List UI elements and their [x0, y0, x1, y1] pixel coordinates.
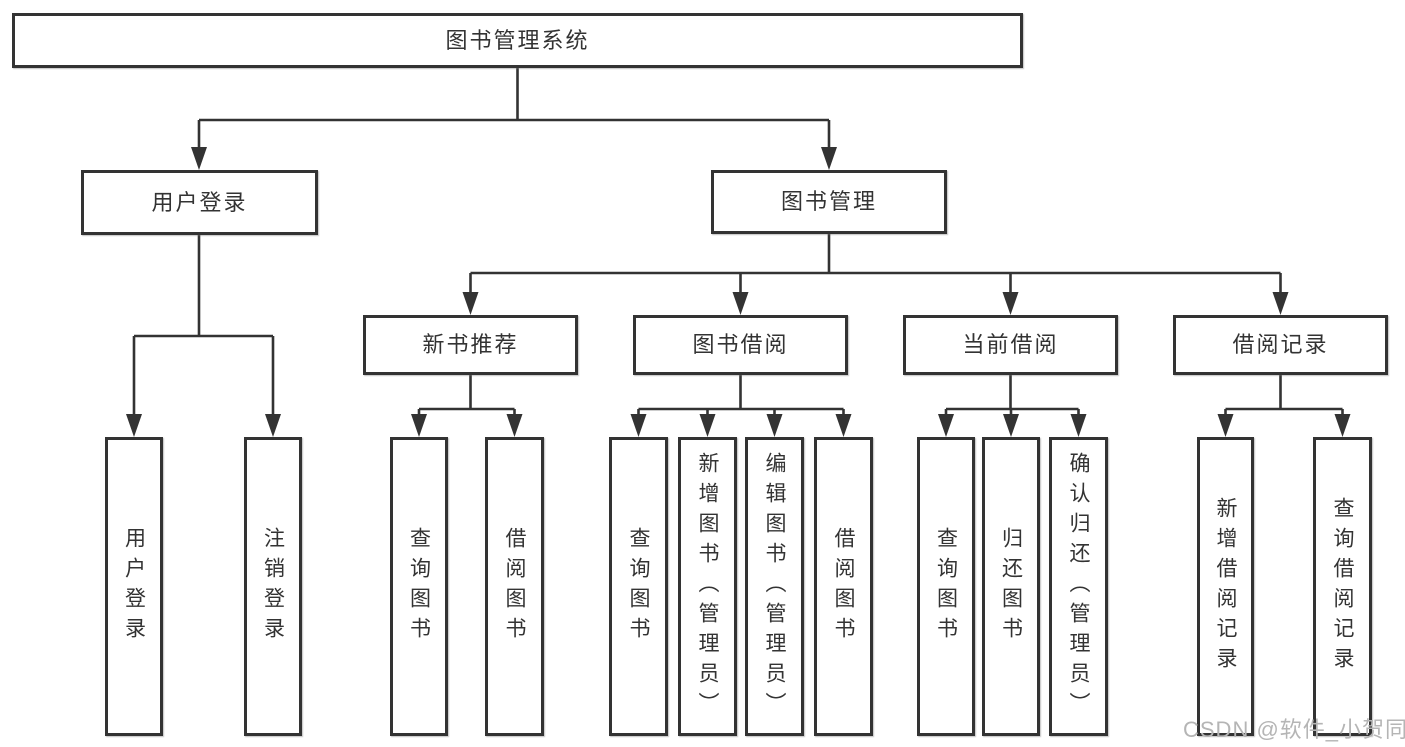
leaf-query-borrow-record-label: 查询借阅记录: [1331, 496, 1354, 677]
leaf-confirm-return-admin-label: 确认归还（管理员）: [1067, 451, 1090, 722]
connector-root-to-level2: [191, 68, 837, 170]
connector-new-book-recommend-branch: [411, 375, 523, 437]
leaf-return-books-label: 归还图书: [999, 526, 1023, 647]
node-book-management-label: 图书管理: [780, 189, 877, 214]
node-library-system-label: 图书管理系统: [445, 27, 590, 53]
node-user-login-label: 用户登录: [151, 189, 248, 215]
leaf-confirm-return-admin: 确认归还（管理员）: [1049, 437, 1108, 736]
leaf-borrow-books-recommend-label: 借阅图书: [503, 526, 526, 647]
leaf-query-books-recommend: 查询图书: [390, 437, 448, 736]
leaf-query-books-recommend-label: 查询图书: [407, 526, 431, 647]
leaf-query-books-current-label: 查询图书: [934, 526, 958, 647]
leaf-logout-label: 注销登录: [261, 526, 285, 647]
connector-book-borrow-branch: [630, 375, 852, 437]
node-library-system: 图书管理系统: [12, 13, 1023, 68]
node-book-borrow: 图书借阅: [633, 315, 848, 375]
node-user-login: 用户登录: [81, 170, 318, 235]
leaf-query-borrow-record: 查询借阅记录: [1313, 437, 1372, 736]
leaf-query-books-borrow-label: 查询图书: [627, 526, 650, 647]
connector-book-management-branch: [462, 234, 1289, 315]
connector-borrow-records-branch: [1217, 375, 1351, 437]
csdn-watermark: CSDN @软件_小贺同学: [1183, 717, 1405, 742]
leaf-query-books-current: 查询图书: [917, 437, 975, 736]
node-new-book-recommend: 新书推荐: [363, 315, 578, 375]
leaf-edit-books-admin-label: 编辑图书（管理员）: [763, 451, 786, 722]
leaf-borrow-books-label: 借阅图书: [832, 526, 855, 647]
node-current-borrow: 当前借阅: [903, 315, 1118, 375]
leaf-borrow-books: 借阅图书: [814, 437, 873, 736]
leaf-return-books: 归还图书: [982, 437, 1040, 736]
leaf-add-borrow-record: 新增借阅记录: [1197, 437, 1254, 736]
leaf-add-borrow-record-label: 新增借阅记录: [1214, 496, 1237, 677]
leaf-user-login-label: 用户登录: [122, 526, 146, 647]
leaf-add-books-admin-label: 新增图书（管理员）: [696, 451, 719, 722]
node-book-borrow-label: 图书借阅: [692, 332, 789, 357]
node-new-book-recommend-label: 新书推荐: [422, 332, 519, 357]
connector-user-login-branch: [126, 235, 281, 437]
leaf-user-login: 用户登录: [105, 437, 163, 736]
leaf-query-books-borrow: 查询图书: [609, 437, 668, 736]
node-borrow-records-label: 借阅记录: [1232, 332, 1329, 357]
node-current-borrow-label: 当前借阅: [962, 332, 1059, 357]
node-book-management: 图书管理: [711, 170, 947, 234]
leaf-logout: 注销登录: [244, 437, 302, 736]
leaf-borrow-books-recommend: 借阅图书: [485, 437, 544, 736]
leaf-add-books-admin: 新增图书（管理员）: [678, 437, 737, 736]
connector-current-borrow-branch: [938, 375, 1087, 437]
node-borrow-records: 借阅记录: [1173, 315, 1388, 375]
leaf-edit-books-admin: 编辑图书（管理员）: [745, 437, 804, 736]
